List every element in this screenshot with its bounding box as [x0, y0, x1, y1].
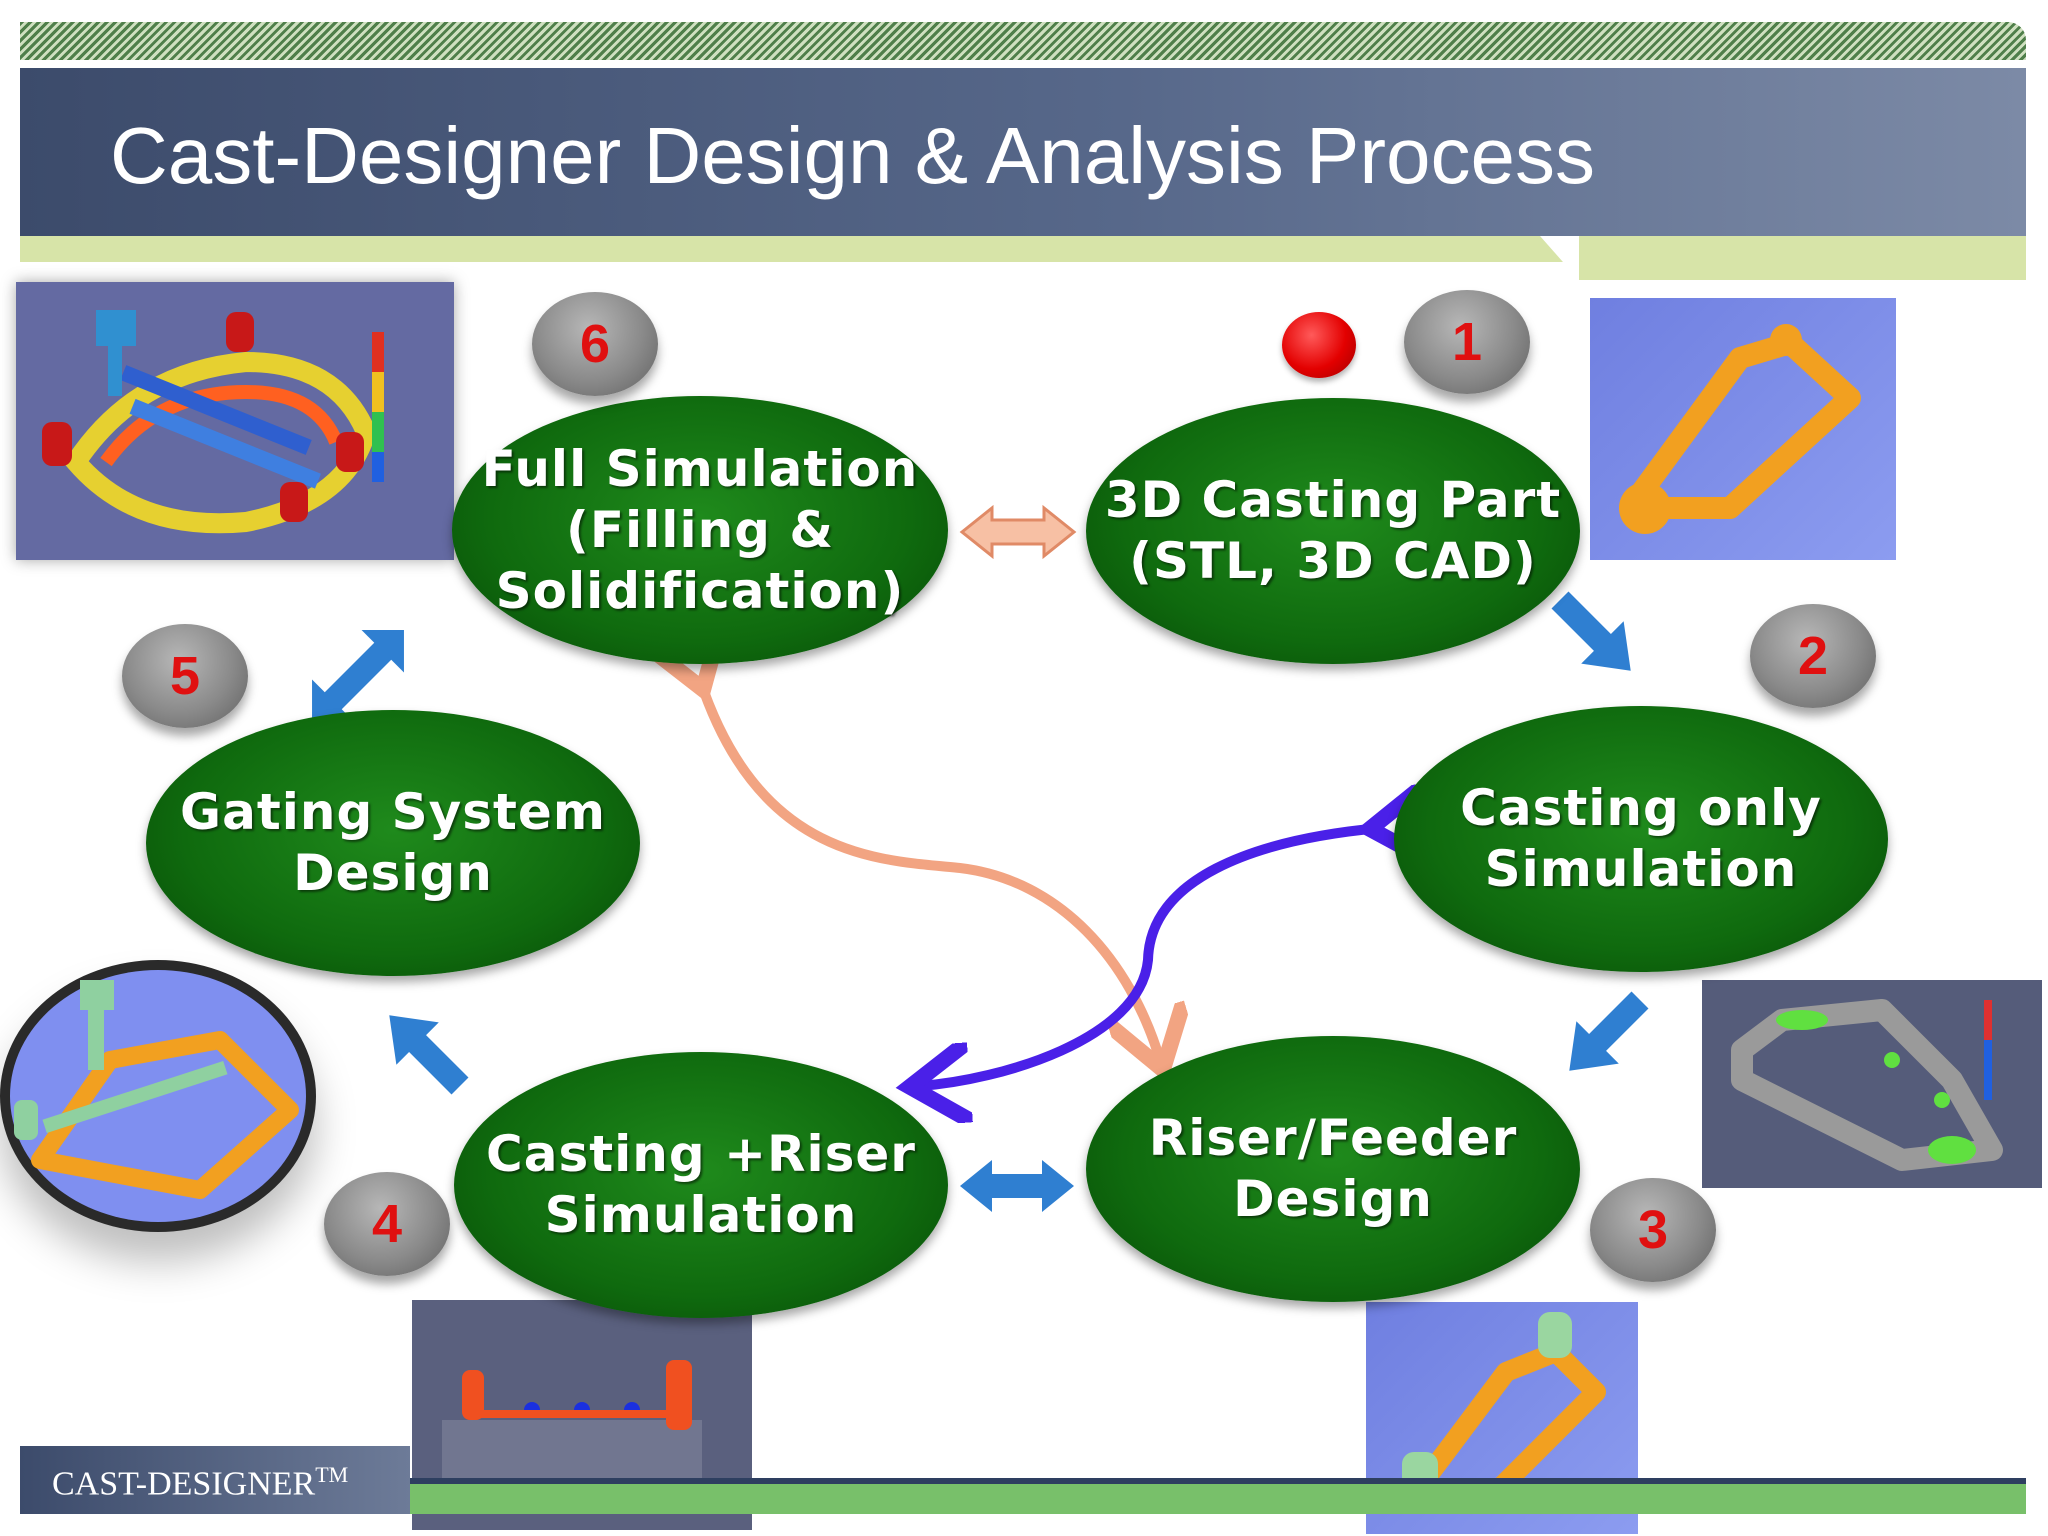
node-riser-feeder-design: Riser/Feeder Design [1086, 1036, 1580, 1302]
slide-title: Cast-Designer Design & Analysis Process [110, 111, 1596, 200]
arrow-4-to-5 [389, 1015, 469, 1095]
salmon-curved-arrow [700, 680, 1160, 1060]
step-badge-5: 5 [122, 624, 248, 728]
salmon-double-arrow [959, 504, 1077, 560]
casting-simulation-render [1731, 999, 2003, 1171]
step-badge-4: 4 [324, 1172, 450, 1276]
step-badge-2: 2 [1750, 604, 1876, 708]
step-badge-6: 6 [532, 292, 658, 396]
arrow-5-to-6 [312, 630, 404, 722]
node-gating-system-design: Gating System Design [146, 710, 640, 976]
purple-curved-arrow [920, 828, 1380, 1086]
title-bar: Cast-Designer Design & Analysis Process [20, 68, 2026, 236]
footer-line [20, 1478, 2026, 1484]
gating-system-thumbnail [0, 960, 316, 1232]
arrow-2-to-3 [1569, 991, 1649, 1071]
step-badge-3: 3 [1590, 1178, 1716, 1282]
step-badge-1: 1 [1404, 290, 1530, 394]
header-hatch-band [20, 22, 2026, 60]
arrow-1-to-2 [1551, 591, 1631, 671]
footer-brand-box: CAST-DESIGNERTM [20, 1446, 410, 1514]
casting-only-simulation-thumbnail [1702, 980, 2042, 1188]
casting-part-render [1619, 324, 1861, 534]
node-casting-riser-simulation: Casting +Riser Simulation [454, 1052, 948, 1318]
node-full-simulation: Full Simulation (Filling & Solidificatio… [452, 396, 948, 664]
casting-riser-render [442, 1360, 702, 1480]
footer-brand: CAST-DESIGNERTM [52, 1462, 349, 1503]
full-simulation-thumbnail [16, 282, 454, 560]
red-dot-icon [1282, 312, 1356, 378]
node-casting-only-simulation: Casting only Simulation [1394, 706, 1888, 972]
3d-casting-part-thumbnail [1590, 298, 1896, 560]
gating-system-render [10, 970, 306, 1222]
full-simulation-render [16, 282, 454, 560]
node-3d-casting-part: 3D Casting Part (STL, 3D CAD) [1086, 398, 1580, 664]
blue-double-arrow [960, 1160, 1074, 1212]
title-underline-step [1540, 236, 2026, 280]
